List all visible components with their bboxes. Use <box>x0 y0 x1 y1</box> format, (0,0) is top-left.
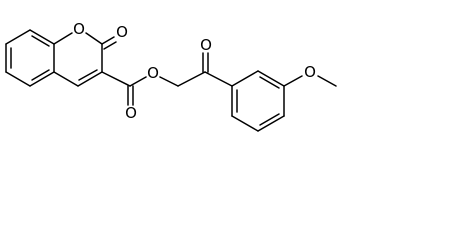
bond-c4-c4a <box>53 71 79 87</box>
bond-benzo-3 <box>29 71 55 87</box>
atom-label-ketone-oxygen: O <box>200 36 212 54</box>
bond-o1-c2 <box>85 32 103 45</box>
bond-aryl-2 <box>231 115 259 132</box>
bond-aryl-5 <box>257 70 285 87</box>
atom-labels: O O O O O O <box>73 20 316 122</box>
bond-aryl-double-c <box>259 76 280 89</box>
bond-aryl-3 <box>257 115 285 132</box>
bond-benzo-6 <box>5 29 31 45</box>
bond-c2-o-carbonyl-a <box>101 36 115 45</box>
bond-c8a-o1 <box>53 32 73 45</box>
bonds <box>5 29 337 132</box>
bond-aryl-6 <box>231 70 259 87</box>
bond-c3-c4 <box>77 71 103 87</box>
atom-label-ring-oxygen: O <box>73 20 85 38</box>
bond-o-methyl <box>317 75 337 87</box>
bond-benzo-5 <box>29 29 55 45</box>
structure-canvas: O O O O O O <box>5 20 337 132</box>
bond-benzo-double-b <box>31 69 50 81</box>
atom-label-methoxy-oxygen: O <box>304 63 316 81</box>
atom-label-ester-carbonyl-oxygen: O <box>125 104 137 122</box>
bond-ch2-ketone <box>177 71 206 87</box>
bond-benzo-double-c <box>31 35 50 47</box>
bond-ketone-aryl <box>204 71 233 87</box>
bond-c3-ester-c <box>101 71 131 87</box>
atom-label-ester-oxygen: O <box>147 64 159 82</box>
bond-ester-c-o <box>129 76 147 87</box>
bond-benzo-2 <box>5 71 31 87</box>
bond-c3-c4-double <box>78 69 98 81</box>
bond-c2-o-carbonyl-b <box>103 41 117 50</box>
atom-label-lactone-carbonyl-oxygen: O <box>116 23 128 41</box>
bond-aryl-o-methoxy <box>283 75 303 87</box>
bond-aryl-double-b <box>259 113 280 126</box>
bond-o-ch2 <box>159 76 179 87</box>
